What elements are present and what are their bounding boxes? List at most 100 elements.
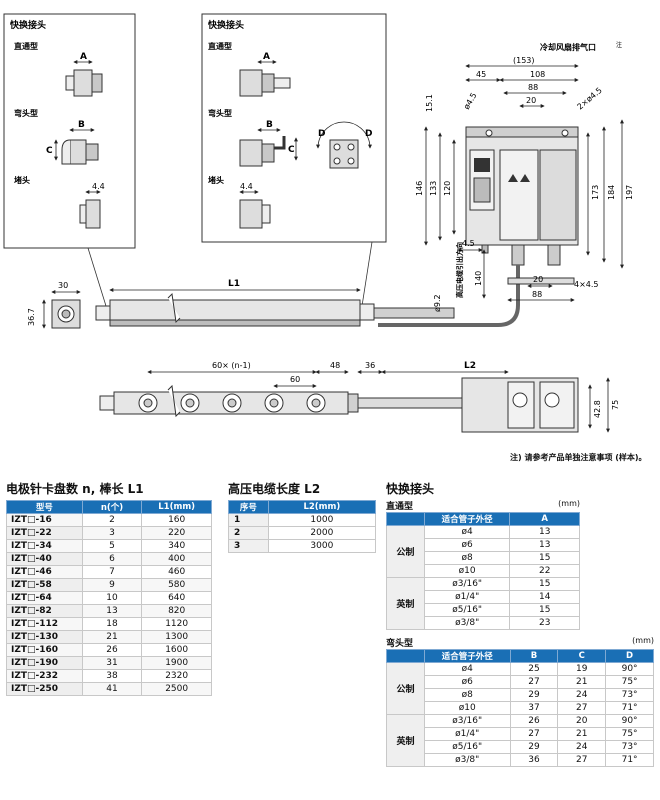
inset1-dim-plug: 4.4 (92, 182, 105, 191)
model-cell: IZT□-82 (6, 604, 83, 618)
inset2-plug-label: 堵头 (208, 175, 224, 185)
value-cell: 24 (557, 688, 607, 702)
straight-unit: (mm) (558, 499, 580, 508)
table-row: ø1/4"14 (387, 590, 580, 604)
dim-l1-side: L1 (228, 279, 240, 289)
table1-header: n(个) (81, 500, 143, 514)
table2-header: L2(mm) (267, 500, 377, 514)
group-cell: 公制 (386, 662, 425, 715)
model-cell: IZT□-46 (6, 565, 83, 579)
count-cell: 10 (81, 591, 143, 605)
l2-cell: 3000 (267, 539, 377, 553)
model-cell: IZT□-112 (6, 617, 83, 631)
controller-top-view (461, 377, 579, 433)
length-cell: 400 (141, 552, 212, 566)
length-cell: 460 (141, 565, 212, 579)
count-cell: 3 (81, 526, 143, 540)
count-cell: 5 (81, 539, 143, 553)
tube-od-cell: ø4 (423, 525, 511, 539)
dim-120: 120 (443, 181, 452, 196)
value-cell: 23 (509, 616, 580, 630)
length-cell: 2500 (141, 682, 212, 696)
count-cell: 13 (81, 604, 143, 618)
inset1-title: 快换接头 (10, 19, 46, 31)
inset2-dim-d-right: D (365, 129, 372, 139)
inset2-dim-a: A (263, 52, 270, 62)
l2-cell: 2000 (267, 526, 377, 540)
value-cell: 15 (509, 577, 580, 591)
model-cell: IZT□-64 (6, 591, 83, 605)
straight-fitting-icon (65, 69, 103, 97)
value-cell: 25 (509, 662, 559, 676)
inset1-dim-b: B (78, 120, 85, 130)
value-cell: 90° (605, 714, 654, 728)
elbow-subtitle: 弯头型 (386, 639, 414, 649)
value-cell: 29 (509, 740, 559, 754)
dim-184: 184 (607, 185, 616, 200)
inset1-elbow-label: 弯头型 (14, 108, 38, 118)
dim-197: 197 (625, 185, 634, 200)
dim-holes-bottom: 4×4.5 (574, 280, 599, 289)
tube-od-cell: ø8 (423, 551, 511, 565)
model-cell: IZT□-250 (6, 682, 83, 696)
length-cell: 640 (141, 591, 212, 605)
table-row: ø3/8"23 (387, 616, 580, 630)
seq-cell: 1 (228, 513, 269, 527)
dim-88-bottom: 88 (532, 290, 542, 299)
tube-od-cell: ø3/8" (423, 753, 511, 767)
inset1-dim-a: A (80, 52, 87, 62)
value-cell: 75° (605, 727, 654, 741)
dim-30: 30 (58, 281, 68, 290)
dim-hole-right: 2×ø4.5 (576, 86, 604, 112)
value-cell: 27 (509, 675, 559, 689)
length-cell: 340 (141, 539, 212, 553)
dim-60: 60 (290, 375, 300, 384)
elbow-header (386, 649, 425, 663)
tube-od-cell: ø3/16" (423, 714, 511, 728)
tube-od-cell: ø1/4" (423, 727, 511, 741)
dim-140: 140 (474, 271, 483, 286)
table2-title: 高压电缆长度 L2 (228, 482, 321, 496)
count-cell: 38 (81, 669, 143, 683)
value-cell: 73° (605, 688, 654, 702)
model-cell: IZT□-16 (6, 513, 83, 527)
value-cell: 75° (605, 675, 654, 689)
model-cell: IZT□-130 (6, 630, 83, 644)
dim-45: 45 (476, 70, 486, 79)
length-cell: 820 (141, 604, 212, 618)
length-cell: 580 (141, 578, 212, 592)
dim-36-7: 36.7 (27, 308, 36, 326)
value-cell: 27 (509, 727, 559, 741)
value-cell: 14 (509, 590, 580, 604)
tube-od-cell: ø3/8" (423, 616, 511, 630)
group-cell: 公制 (386, 525, 425, 578)
dim-15-1: 15.1 (425, 94, 434, 112)
table1-header: 型号 (6, 500, 83, 514)
length-cell: 1900 (141, 656, 212, 670)
inset1-straight-label: 直通型 (14, 41, 38, 51)
fitting-inset-1: 快换接头 直通型 A 弯头型 B C 堵头 4.4 (3, 13, 136, 249)
dim-108: 108 (530, 70, 545, 79)
length-cell: 1120 (141, 617, 212, 631)
tube-od-cell: ø10 (423, 564, 511, 578)
value-cell: 22 (509, 564, 580, 578)
tube-od-cell: ø1/4" (423, 590, 511, 604)
